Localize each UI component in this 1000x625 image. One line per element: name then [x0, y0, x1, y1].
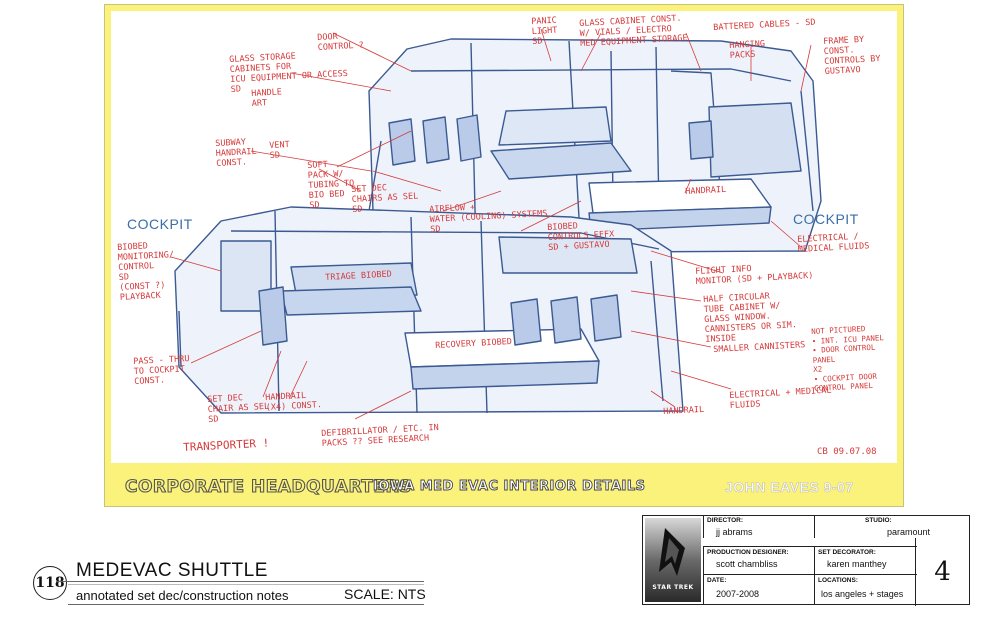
locations-value: los angeles + stages — [821, 589, 904, 599]
note-set-dec-chair: SET DEC CHAIR AS SEL SD — [207, 393, 270, 425]
locations-label: LOCATIONS: — [818, 577, 858, 584]
note-handrail-top: HANDRAIL — [685, 184, 727, 197]
artist-credit: JOHN EAVES 9-07 — [725, 479, 854, 496]
studio-cell: STUDIO: paramount — [814, 515, 970, 538]
note-vent: VENT SD — [269, 139, 290, 161]
sheet-number: 4 — [915, 538, 969, 606]
director-label: DIRECTOR: — [707, 517, 743, 524]
designer-value: scott chambliss — [716, 559, 778, 569]
note-electrical-fluids-top: ELECTRICAL / MEDICAL FLUIDS — [797, 231, 870, 255]
note-handrail-x4: HANDRAIL (X4) CONST. — [265, 390, 323, 413]
note-handrail-bottom: HANDRAIL — [663, 404, 705, 417]
note-frame-by: FRAME BY CONST. CONTROLS BY GUSTAVO — [823, 34, 881, 77]
note-panic-light: PANIC LIGHT SD — [531, 15, 558, 47]
cockpit-label-left: COCKPIT — [127, 216, 193, 232]
note-glass-cabinet: GLASS CABINET CONST. W/ VIALS / ELECTRO … — [579, 13, 688, 49]
note-biobed-monitoring: BIOBED MONITORING/ CONTROL SD (CONST ?) … — [117, 241, 175, 303]
project-title: IOWA MED EVAC INTERIOR DETAILS — [373, 479, 646, 495]
title-underline-secondary — [68, 584, 424, 585]
note-pass-thru: PASS - THRU TO COCKPIT CONST. — [133, 354, 190, 387]
shuttle-interior-drawing: COCKPIT COCKPIT DOOR CONTROL ? PANIC LIG… — [111, 11, 897, 463]
cockpit-label-right: COCKPIT — [793, 211, 859, 227]
logo-wordmark: STAR TREK — [652, 584, 694, 591]
note-biobed-controls: BIOBED CONTROLS EFFX SD + GUSTAVO — [547, 221, 615, 253]
decorator-label: SET DECORATOR: — [818, 549, 876, 556]
director-value: jj abrams — [716, 527, 753, 537]
note-subway-handrail: SUBWAY HANDRAIL CONST. — [215, 137, 257, 169]
shuttle-cutaway-sketch — [170, 28, 822, 420]
artist-signature: CB 09.07.08 — [817, 447, 877, 457]
subtitle-underline — [68, 604, 424, 605]
studio-label: STUDIO: — [865, 517, 892, 524]
note-not-pictured: NOT PICTURED • INT. ICU PANEL • DOOR CON… — [811, 324, 885, 393]
document-title: MEDEVAC SHUTTLE — [76, 560, 268, 581]
studio-value: paramount — [887, 527, 931, 537]
note-half-circular: HALF CIRCULAR TUBE CABINET W/ GLASS WIND… — [703, 291, 798, 345]
date-label: DATE: — [707, 577, 727, 584]
document-subtitle: annotated set dec/construction notes — [76, 588, 289, 603]
designer-label: PRODUCTION DESIGNER: — [707, 549, 789, 556]
starfleet-delta-icon — [645, 518, 701, 602]
designer-cell: PRODUCTION DESIGNER: scott chambliss — [703, 546, 814, 574]
decorator-value: karen manthey — [827, 559, 887, 569]
date-cell: DATE: 2007-2008 — [703, 574, 814, 605]
star-trek-logo: STAR TREK — [645, 518, 701, 602]
locations-cell: LOCATIONS: los angeles + stages — [814, 574, 917, 605]
note-handle: HANDLE ART — [251, 87, 283, 109]
note-soft-pack: SOFT PACK W/ TUBING TO BIO BED SD — [307, 159, 355, 211]
concept-sheet: COCKPIT COCKPIT DOOR CONTROL ? PANIC LIG… — [104, 4, 904, 507]
note-airflow: AIRFLOW + WATER (COOLING) SYSTEMS SD — [429, 202, 548, 235]
title-underline — [56, 581, 424, 582]
decorator-cell: SET DECORATOR: karen manthey — [814, 546, 917, 574]
director-cell: DIRECTOR: jj abrams — [703, 515, 814, 538]
production-title-block: STAR TREK DIRECTOR: jj abrams STUDIO: pa… — [642, 515, 970, 606]
note-hanging-packs: HANGING PACKS — [729, 39, 766, 61]
note-set-dec-chairs: SET DEC CHAIRS AS SEL SD — [351, 183, 419, 215]
date-value: 2007-2008 — [716, 589, 760, 599]
page-number-badge: 118 — [33, 566, 67, 600]
document-scale: SCALE: NTS — [344, 586, 426, 602]
note-glass-storage: GLASS STORAGE CABINETS FOR ICU EQUIPMENT… — [229, 51, 349, 95]
company-title: CORPORATE HEADQUARTERS — [124, 476, 412, 497]
